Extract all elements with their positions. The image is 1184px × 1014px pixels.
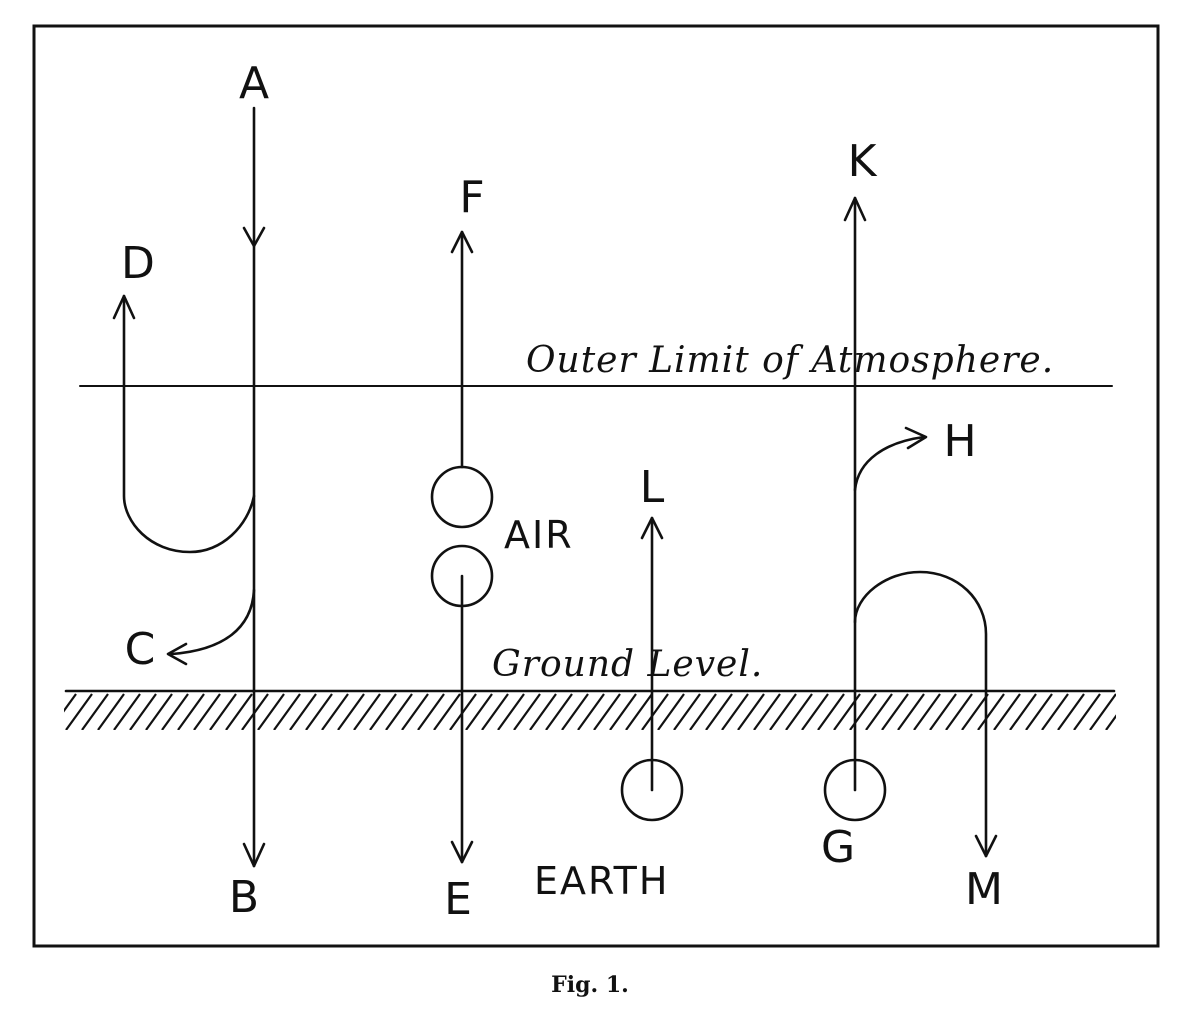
hatch-stroke: [209, 693, 237, 730]
hatch-stroke: [657, 693, 685, 730]
hatch-stroke: [769, 693, 797, 730]
ray-a-b: [242, 106, 266, 868]
label-b: B: [229, 872, 259, 923]
label-l: L: [640, 462, 665, 513]
label-g: G: [821, 822, 855, 873]
label-m: M: [965, 864, 1003, 915]
hatch-stroke: [337, 693, 365, 730]
hatch-stroke: [1073, 693, 1101, 730]
ray-to-h: [853, 426, 928, 492]
hatch-stroke: [641, 693, 669, 730]
hatch-stroke: [1105, 714, 1116, 730]
hatch-stroke: [145, 693, 173, 730]
hatch-stroke: [401, 693, 429, 730]
hatch-stroke: [753, 693, 781, 730]
ray-to-m: [853, 570, 998, 858]
ground-level-label: Ground Level.: [492, 644, 763, 685]
region-air-label: AIR: [504, 513, 574, 557]
label-k: K: [848, 136, 878, 187]
hatch-stroke: [321, 693, 349, 730]
hatch-stroke: [897, 693, 925, 730]
hatch-stroke: [1009, 693, 1037, 730]
hatch-stroke: [113, 693, 141, 730]
region-earth-label: EARTH: [534, 859, 669, 903]
ray-to-k: [843, 196, 867, 792]
hatch-stroke: [465, 693, 493, 730]
hatch-stroke: [561, 693, 589, 730]
hatch-stroke: [785, 693, 813, 730]
hatch-stroke: [689, 693, 717, 730]
hatch-stroke: [609, 693, 637, 730]
hatch-stroke: [737, 693, 765, 730]
hatch-stroke: [97, 693, 125, 730]
hatch-stroke: [65, 693, 93, 730]
hatch-stroke: [625, 693, 653, 730]
ray-to-e: [450, 574, 474, 864]
ray-to-f: [450, 230, 474, 469]
hatch-stroke: [273, 693, 301, 730]
hatch-stroke: [161, 693, 189, 730]
hatch-stroke: [977, 693, 1005, 730]
ground-hatching: [64, 693, 1164, 730]
label-c: C: [125, 624, 156, 675]
hatch-stroke: [1138, 694, 1164, 730]
label-a: A: [239, 58, 269, 109]
hatch-stroke: [961, 693, 989, 730]
hatch-stroke: [513, 693, 541, 730]
hatch-stroke: [721, 693, 749, 730]
hatch-stroke: [1041, 693, 1069, 730]
hatch-stroke: [369, 693, 397, 730]
hatch-stroke: [1122, 694, 1148, 730]
hatch-stroke: [545, 693, 573, 730]
hatch-stroke: [1057, 693, 1085, 730]
label-e: E: [444, 874, 472, 925]
label-h: H: [943, 416, 976, 467]
figure-frame: [32, 24, 1160, 948]
label-f: F: [459, 172, 484, 223]
air-particle-upper: [430, 465, 494, 529]
hatch-stroke: [289, 693, 317, 730]
ray-to-l: [640, 516, 664, 792]
hatch-stroke: [481, 693, 509, 730]
hatch-stroke: [353, 693, 381, 730]
hatch-stroke: [225, 693, 253, 730]
hatch-stroke: [81, 693, 109, 730]
hatch-stroke: [705, 693, 733, 730]
hatch-stroke: [529, 693, 557, 730]
hatch-stroke: [433, 693, 461, 730]
hatch-stroke: [881, 693, 909, 730]
hatch-stroke: [129, 693, 157, 730]
hatch-stroke: [801, 693, 829, 730]
outer-limit-label: Outer Limit of Atmosphere.: [526, 340, 1054, 381]
hatch-stroke: [64, 693, 77, 713]
hatch-stroke: [913, 693, 941, 730]
hatch-stroke: [817, 693, 845, 730]
hatch-stroke: [177, 693, 205, 730]
hatch-stroke: [193, 693, 221, 730]
hatch-stroke: [257, 693, 285, 730]
hatch-stroke: [577, 693, 605, 730]
label-d: D: [121, 238, 155, 289]
figure-caption: Fig. 1.: [551, 972, 629, 998]
hatch-stroke: [865, 693, 893, 730]
hatch-stroke: [417, 693, 445, 730]
hatch-stroke: [497, 693, 525, 730]
ray-to-c: [166, 588, 256, 666]
hatch-stroke: [1089, 693, 1116, 730]
hatch-stroke: [929, 693, 957, 730]
hatch-stroke: [1025, 693, 1053, 730]
hatch-stroke: [993, 693, 1021, 730]
hatch-stroke: [673, 693, 701, 730]
hatch-stroke: [593, 693, 621, 730]
hatch-stroke: [385, 693, 413, 730]
hatch-stroke: [305, 693, 333, 730]
ray-to-d: [112, 294, 256, 554]
hatch-stroke: [945, 693, 973, 730]
